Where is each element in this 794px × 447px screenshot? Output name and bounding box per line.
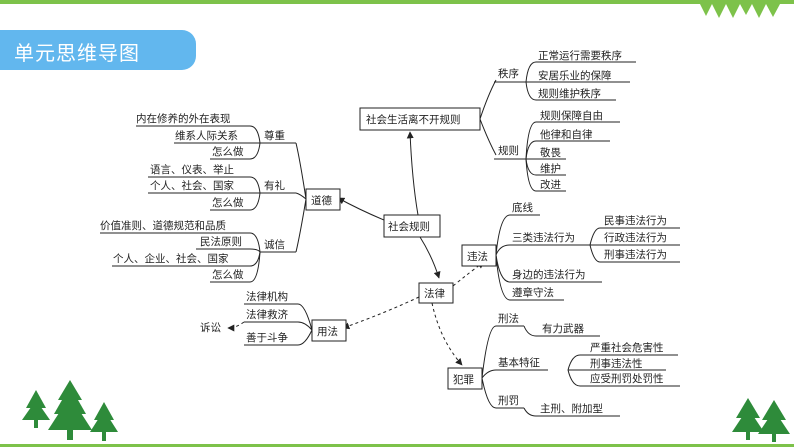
arrow-to-law [419, 236, 441, 279]
conn-weapon [523, 325, 600, 337]
conn-respect-3 [210, 142, 261, 160]
rules-item-2: 他律和自律 [540, 128, 593, 141]
conn-rules-1 [525, 121, 620, 160]
type-criminal: 刑事违法行为 [604, 248, 667, 261]
title-banner: 单元思维导图 [0, 30, 196, 70]
header-node: 社会生活离不开规则 [366, 113, 461, 126]
uselaw-item-2: 法律救济 [246, 308, 288, 321]
conn-illegal-2 [495, 244, 590, 256]
conn-crime-penalty [481, 377, 524, 409]
conn-crime-features [481, 369, 548, 379]
respect-item-2: 维系人际关系 [175, 129, 238, 142]
illegal-item-2: 三类违法行为 [512, 231, 575, 244]
illegal-item-1: 底线 [512, 201, 533, 214]
litigation-label: 诉讼 [200, 321, 221, 334]
order-item-2: 安居乐业的保障 [538, 69, 612, 82]
courtesy-label: 有礼 [264, 179, 285, 192]
conn-uselaw-2 [244, 321, 313, 331]
arrow-to-header [406, 131, 419, 216]
morality-label: 道德 [311, 194, 332, 207]
arrow-to-morality [337, 197, 385, 221]
penalty-label: 刑罚 [498, 394, 519, 407]
criminal-law-label: 刑法 [498, 312, 519, 325]
conn-courtesy-1 [148, 176, 261, 194]
center-node: 社会规则 [388, 220, 430, 233]
center-node-box [383, 214, 441, 238]
conn-courtesy-3 [210, 192, 261, 211]
conn-honesty-2 [196, 248, 261, 253]
respect-label: 尊重 [264, 129, 285, 142]
uselaw-item-3: 善于斗争 [246, 331, 288, 344]
rules-item-4: 维护 [540, 162, 561, 175]
conn-type-3 [589, 244, 680, 263]
respect-item-1: 内在修养的外在表现 [136, 112, 231, 125]
uselaw-item-1: 法律机构 [246, 290, 288, 303]
conn-crime-law [481, 325, 524, 379]
conn-respect-1 [136, 125, 261, 144]
courtesy-item-2: 个人、社会、国家 [150, 179, 234, 192]
honesty-item-3: 个人、企业、社会、国家 [113, 252, 229, 265]
bottom-border [0, 444, 794, 447]
conn-rules-5 [525, 158, 566, 192]
law-label: 法律 [424, 287, 445, 300]
conn-illegal-1 [495, 214, 540, 256]
honesty-item-1: 价值准则、道德规范和品质 [100, 219, 226, 232]
rules-item-3: 敬畏 [540, 146, 561, 159]
conn-morality-courtesy [295, 192, 307, 200]
conn-order-1 [525, 61, 636, 83]
feature-item-3: 应受刑罚处罚性 [590, 372, 664, 385]
order-label: 秩序 [498, 67, 519, 80]
conn-feature-1 [567, 354, 678, 371]
conn-penalty-types [523, 407, 620, 417]
features-label: 基本特征 [498, 356, 540, 369]
arrow-law-uselaw [342, 296, 420, 330]
courtesy-item-1: 语言、仪表、举止 [150, 163, 234, 176]
honesty-item-2: 民法原则 [200, 235, 242, 248]
illegal-item-3: 身边的违法行为 [512, 268, 586, 281]
honesty-label: 诚信 [264, 239, 285, 251]
arrow-litigation [227, 321, 245, 332]
feature-item-1: 严重社会危害性 [590, 341, 664, 354]
rules-item-5: 改进 [540, 178, 561, 191]
order-item-3: 规则维护秩序 [538, 87, 601, 100]
top-border [0, 0, 794, 4]
conn-header-order [479, 79, 497, 120]
conn-header-rules [479, 118, 497, 156]
conn-morality-honesty [295, 198, 307, 253]
conn-illegal-4 [495, 254, 564, 301]
illegal-item-4: 遵章守法 [512, 286, 554, 299]
type-administrative: 行政违法行为 [604, 231, 667, 244]
honesty-item-4: 怎么做 [212, 268, 244, 281]
conn-order-3 [525, 81, 616, 101]
order-item-1: 正常运行需要秩序 [538, 49, 622, 62]
conn-rules-2 [525, 140, 610, 160]
feature-item-2: 刑事违法性 [590, 357, 643, 370]
conn-uselaw-1 [244, 303, 313, 331]
respect-item-3: 怎么做 [212, 145, 244, 158]
rules-label: 规则 [498, 144, 519, 157]
conn-honesty-1 [100, 232, 261, 253]
conn-type-1 [589, 227, 680, 246]
illegal-label: 违法 [467, 250, 488, 263]
conn-uselaw-3 [244, 329, 313, 346]
courtesy-item-3: 怎么做 [212, 196, 244, 209]
law-box [418, 282, 454, 304]
uselaw-label: 用法 [317, 325, 338, 338]
penalty-types-label: 主刑、附加型 [540, 402, 603, 415]
conn-feature-3 [567, 369, 680, 387]
conn-honesty-4 [210, 251, 261, 283]
page-title: 单元思维导图 [14, 41, 140, 65]
weapon-label: 有力武器 [542, 322, 584, 335]
conn-morality-respect [295, 142, 307, 200]
rules-item-1: 规则保障自由 [540, 109, 603, 122]
arrow-law-crime [431, 302, 463, 366]
type-civil: 民事违法行为 [604, 214, 667, 227]
crime-label: 犯罪 [453, 374, 474, 386]
